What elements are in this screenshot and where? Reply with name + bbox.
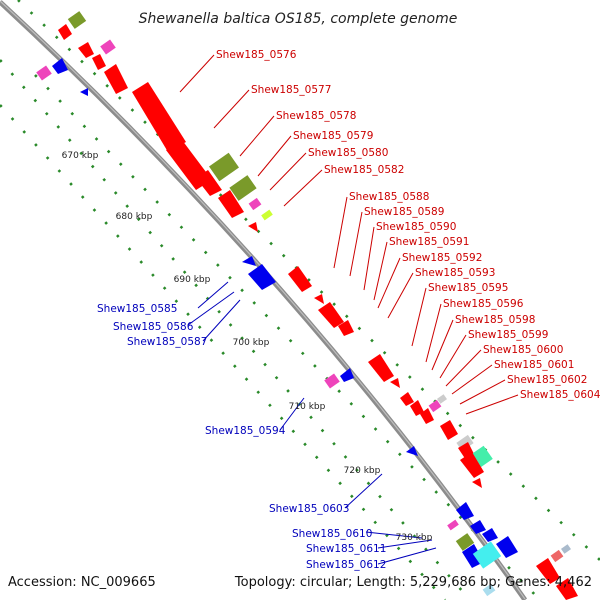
cds-feature bbox=[482, 528, 498, 542]
cds-feature bbox=[460, 452, 484, 478]
gene-label[interactable]: Shew185_0611 bbox=[306, 543, 386, 555]
gene-label[interactable]: Shew185_0593 bbox=[415, 267, 495, 279]
ring-inner-reverse bbox=[0, 59, 471, 600]
cds-feature bbox=[248, 222, 258, 232]
cds-feature bbox=[314, 294, 324, 304]
gene-label[interactable]: Shew185_0589 bbox=[364, 206, 444, 218]
cds-feature bbox=[196, 170, 222, 196]
gene-label[interactable]: Shew185_0599 bbox=[468, 329, 548, 341]
cds-feature bbox=[536, 558, 560, 584]
gene-label[interactable]: Shew185_0588 bbox=[349, 191, 429, 203]
gene-feature-olive bbox=[455, 533, 475, 551]
tick-label: 730 kbp bbox=[396, 533, 433, 543]
gene-feature-pink bbox=[248, 197, 262, 211]
gene-feature-pink bbox=[36, 65, 52, 81]
gene-label[interactable]: Shew185_0579 bbox=[293, 130, 373, 142]
tick-label: 700 kbp bbox=[233, 338, 270, 348]
gene-feature-pink bbox=[447, 519, 459, 531]
gene-feature-olive bbox=[209, 152, 239, 182]
cds-feature bbox=[132, 82, 186, 152]
cds-feature bbox=[368, 354, 394, 382]
cds-feature bbox=[338, 320, 354, 336]
cds-feature bbox=[410, 400, 424, 416]
tick-label: 710 kbp bbox=[289, 402, 326, 412]
reverse-strand-features bbox=[36, 58, 518, 597]
cds-feature bbox=[218, 190, 244, 218]
cds-feature bbox=[472, 478, 482, 488]
gene-feature-olive bbox=[67, 11, 87, 29]
cds-feature bbox=[400, 392, 414, 406]
gene-label[interactable]: Shew185_0604 bbox=[520, 389, 600, 401]
gene-label[interactable]: Shew185_0601 bbox=[494, 359, 574, 371]
cds-feature bbox=[80, 88, 88, 96]
gene-feature-grey bbox=[437, 394, 447, 404]
cds-feature bbox=[248, 264, 276, 290]
gene-feature-lime bbox=[261, 209, 273, 221]
ring-outer-forward bbox=[17, 0, 600, 561]
cds-feature bbox=[496, 536, 518, 558]
reverse-leader-lines bbox=[187, 281, 437, 565]
genome-title: Shewanella baltica OS185, complete genom… bbox=[139, 11, 458, 27]
cds-feature bbox=[390, 378, 400, 388]
gene-label[interactable]: Shew185_0576 bbox=[216, 49, 297, 61]
gene-feature-pink bbox=[428, 399, 442, 413]
cds-feature bbox=[78, 42, 94, 58]
cds-feature bbox=[470, 520, 486, 534]
cds-feature bbox=[242, 256, 256, 266]
tick-label: 690 kbp bbox=[174, 275, 211, 285]
cds-feature bbox=[288, 266, 312, 292]
tick-label: 670 kbp bbox=[62, 151, 99, 161]
gene-feature-pink bbox=[100, 39, 116, 55]
cds-feature bbox=[556, 578, 578, 600]
gene-feature-cyan bbox=[472, 541, 502, 569]
cds-feature bbox=[58, 24, 72, 40]
cds-feature bbox=[104, 64, 128, 94]
forward-leader-lines bbox=[179, 54, 519, 415]
gene-label[interactable]: Shew185_0602 bbox=[507, 374, 587, 386]
tick-label: 720 kbp bbox=[344, 466, 381, 476]
gene-feature-salmon bbox=[550, 549, 564, 563]
gene-label[interactable]: Shew185_0600 bbox=[483, 344, 563, 356]
cds-feature bbox=[92, 54, 106, 70]
gene-label[interactable]: Shew185_0596 bbox=[443, 298, 524, 310]
gene-label[interactable]: Shew185_0595 bbox=[428, 282, 508, 294]
gene-label[interactable]: Shew185_0577 bbox=[251, 84, 331, 96]
gene-label[interactable]: Shew185_0610 bbox=[292, 528, 372, 540]
cds-feature bbox=[318, 302, 344, 328]
gene-label[interactable]: Shew185_0598 bbox=[455, 314, 535, 326]
cds-feature bbox=[52, 58, 68, 74]
ring-outer-reverse bbox=[0, 104, 446, 600]
gene-label[interactable]: Shew185_0612 bbox=[306, 559, 386, 571]
gene-label[interactable]: Shew185_0580 bbox=[308, 147, 388, 159]
gene-label[interactable]: Shew185_0603 bbox=[269, 503, 349, 515]
cds-feature bbox=[440, 420, 458, 440]
gene-feature-olive bbox=[229, 175, 257, 201]
tick-label: 680 kbp bbox=[116, 212, 153, 222]
gene-label[interactable]: Shew185_0578 bbox=[276, 110, 356, 122]
gene-label[interactable]: Shew185_0582 bbox=[324, 164, 404, 176]
gene-feature-grey bbox=[561, 544, 571, 554]
gene-feature-lightblue bbox=[482, 583, 496, 597]
gene-label[interactable]: Shew185_0594 bbox=[205, 425, 286, 437]
cds-feature bbox=[340, 368, 354, 382]
gene-label[interactable]: Shew185_0587 bbox=[127, 336, 207, 348]
cds-feature bbox=[456, 502, 474, 520]
cds-feature bbox=[406, 446, 418, 456]
accession-text: Accession: NC_009665 bbox=[8, 575, 156, 590]
forward-strand-features bbox=[58, 11, 578, 600]
gene-label[interactable]: Shew185_0585 bbox=[97, 303, 177, 315]
gene-label[interactable]: Shew185_0591 bbox=[389, 236, 469, 248]
gene-label[interactable]: Shew185_0592 bbox=[402, 252, 482, 264]
topology-text: Topology: circular; Length: 5,229,686 bp… bbox=[234, 575, 592, 590]
gene-label[interactable]: Shew185_0586 bbox=[113, 321, 194, 333]
gene-label[interactable]: Shew185_0590 bbox=[376, 221, 456, 233]
gene-feature-pink bbox=[324, 373, 340, 389]
cds-feature bbox=[420, 408, 434, 424]
